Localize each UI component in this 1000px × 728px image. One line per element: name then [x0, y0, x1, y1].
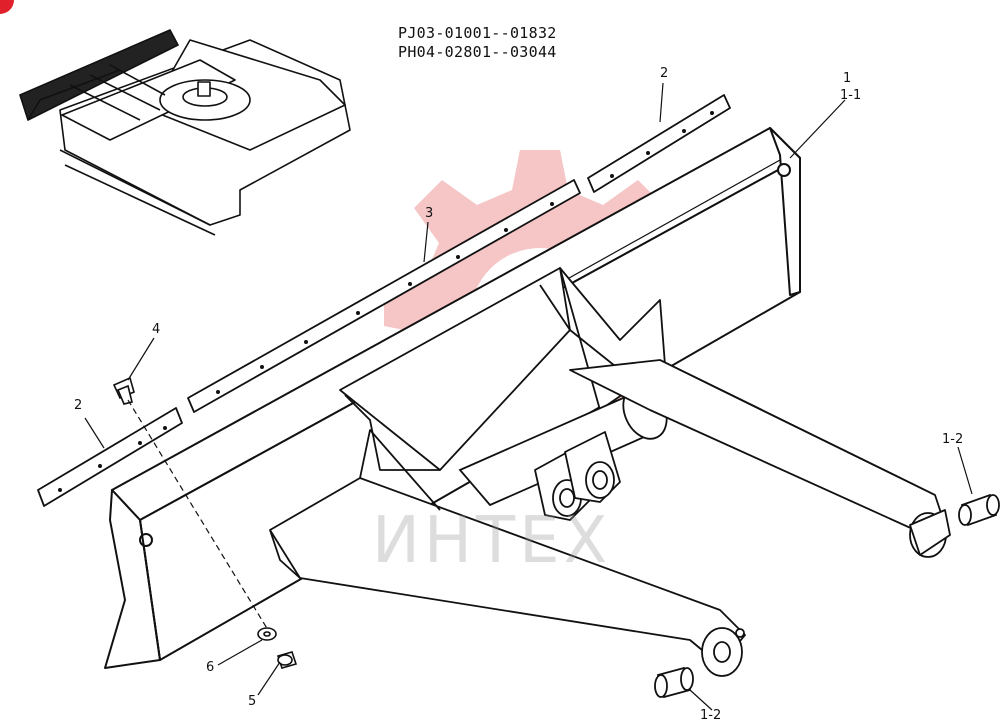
callout-1-2-bottom: 1-2	[700, 708, 722, 723]
callout-3: 3	[425, 206, 434, 221]
cutting-edge-top	[587, 94, 731, 193]
center-lugs	[534, 431, 621, 521]
callout-2-left: 2	[74, 398, 83, 413]
bolt-axis	[127, 399, 269, 631]
nut-5	[276, 651, 298, 669]
callout-2-top: 2	[660, 66, 669, 81]
callout-6: 6	[206, 660, 215, 675]
push-arm-left	[269, 429, 746, 677]
callout-1-2-right: 1-2	[942, 432, 964, 447]
bushing-right	[958, 493, 1000, 527]
watermark-text: ИНТЕХ	[372, 504, 612, 578]
callout-5: 5	[248, 694, 257, 709]
callout-4: 4	[152, 322, 161, 337]
cutting-edge-middle	[187, 179, 581, 413]
washer-6	[257, 627, 277, 641]
bushing-bottom	[654, 666, 694, 699]
bolt-4	[112, 376, 135, 405]
serial-range-1: PJ03-01001--01832	[398, 24, 557, 42]
push-arm-right	[569, 359, 951, 558]
serial-range-2: PH04-02801--03044	[398, 43, 557, 61]
machine-thumbnail	[19, 29, 351, 236]
callout-1-1: 1-1	[840, 88, 862, 103]
leader-lines	[84, 82, 973, 711]
callout-1: 1	[843, 71, 852, 86]
cutting-edge-left	[37, 407, 183, 507]
